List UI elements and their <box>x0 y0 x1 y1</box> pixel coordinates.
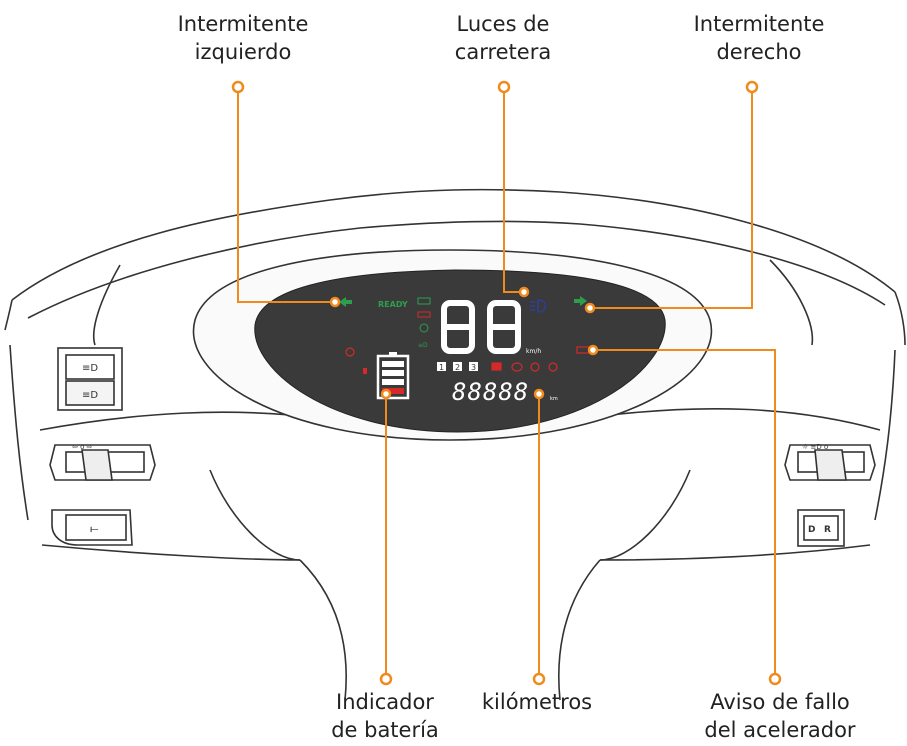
callout-line-left-turn <box>237 90 335 303</box>
drive-switch: D R <box>797 509 845 547</box>
left-turn-indicator-tail <box>346 300 352 304</box>
speed-display <box>441 300 521 354</box>
odometer-digits: 88888 <box>452 378 529 406</box>
label-right-turn-line2: derecho <box>716 40 802 64</box>
high-beam-icon <box>530 299 547 313</box>
callout-lines <box>237 90 776 676</box>
speed-unit: km/h <box>526 348 541 355</box>
callout-line-right-turn <box>590 90 753 309</box>
callout-line-high-beam <box>503 90 524 293</box>
callout-dots <box>231 80 782 686</box>
odometer-unit: km <box>550 396 558 402</box>
label-battery-line2: de batería <box>331 718 439 742</box>
callout-dot-km <box>533 388 545 400</box>
callout-dot-km-bottom <box>532 672 546 686</box>
callout-dot-battery-bottom <box>379 672 393 686</box>
callout-line-throttle <box>593 349 776 676</box>
warning-row-icons <box>491 362 558 372</box>
battery-icon <box>376 352 410 400</box>
left-turn-indicator-icon <box>339 297 346 307</box>
fuel-icon <box>363 368 367 374</box>
right-turn-indicator-tail <box>574 299 580 303</box>
label-left-turn: Intermitente izquierdo <box>148 10 338 66</box>
callout-dot-right-turn-top <box>745 80 759 94</box>
gear-2: 2 <box>455 363 460 372</box>
brake-warning-icon <box>345 347 355 357</box>
label-high-beam-line2: carretera <box>454 40 552 64</box>
label-throttle: Aviso de fallo del acelerador <box>680 688 880 744</box>
label-km: kilómetros <box>462 688 612 716</box>
callout-dot-throttle-bottom <box>768 672 782 686</box>
horn-button: ⟝ <box>51 509 133 546</box>
callout-dot-throttle <box>587 344 599 356</box>
label-km-line1: kilómetros <box>481 690 593 714</box>
gear-3: 3 <box>471 363 476 372</box>
gear-indicators: 1 2 3 <box>437 362 478 372</box>
svg-text:≡D: ≡D <box>82 390 98 401</box>
left-turn-switch: ⇦ o ⇨ <box>49 443 156 481</box>
label-battery-line1: Indicador <box>336 690 434 714</box>
label-left-turn-line2: izquierdo <box>194 40 292 64</box>
label-battery: Indicador de batería <box>300 688 470 744</box>
gear-1: 1 <box>439 363 444 372</box>
eco-icon: ≡D <box>418 342 428 349</box>
callout-dot-left-turn <box>329 296 341 308</box>
label-right-turn-line1: Intermitente <box>693 12 825 36</box>
cruise-icon <box>419 323 429 333</box>
light-switch-right: ☼ ≡D o <box>784 443 876 481</box>
headlight-switch: ≡D ≡D <box>57 347 123 411</box>
battery-status-icon <box>417 297 431 305</box>
svg-text:⟝: ⟝ <box>90 524 99 535</box>
callout-dot-left-turn-top <box>231 80 245 94</box>
callout-dot-battery <box>380 388 392 400</box>
svg-text:⇦ o ⇨: ⇦ o ⇨ <box>72 443 93 451</box>
label-left-turn-line1: Intermitente <box>177 12 309 36</box>
label-high-beam: Luces de carretera <box>418 10 588 66</box>
drive-switch-d: D <box>808 525 815 535</box>
handlebar-outline <box>4 188 906 701</box>
label-throttle-line2: del acelerador <box>704 718 856 742</box>
label-right-turn: Intermitente derecho <box>664 10 854 66</box>
drive-switch-r: R <box>824 525 831 535</box>
callout-dot-high-beam <box>518 286 530 298</box>
label-throttle-line1: Aviso de fallo <box>710 690 850 714</box>
label-high-beam-line1: Luces de <box>456 12 550 36</box>
callout-dot-right-turn <box>584 302 596 314</box>
red-status-icon <box>417 311 431 318</box>
ready-indicator: READY <box>378 300 408 309</box>
svg-text:☼ ≡D o: ☼ ≡D o <box>802 443 828 451</box>
right-turn-indicator-icon <box>580 296 587 306</box>
svg-text:≡D: ≡D <box>82 363 98 374</box>
callout-dot-high-beam-top <box>497 80 511 94</box>
